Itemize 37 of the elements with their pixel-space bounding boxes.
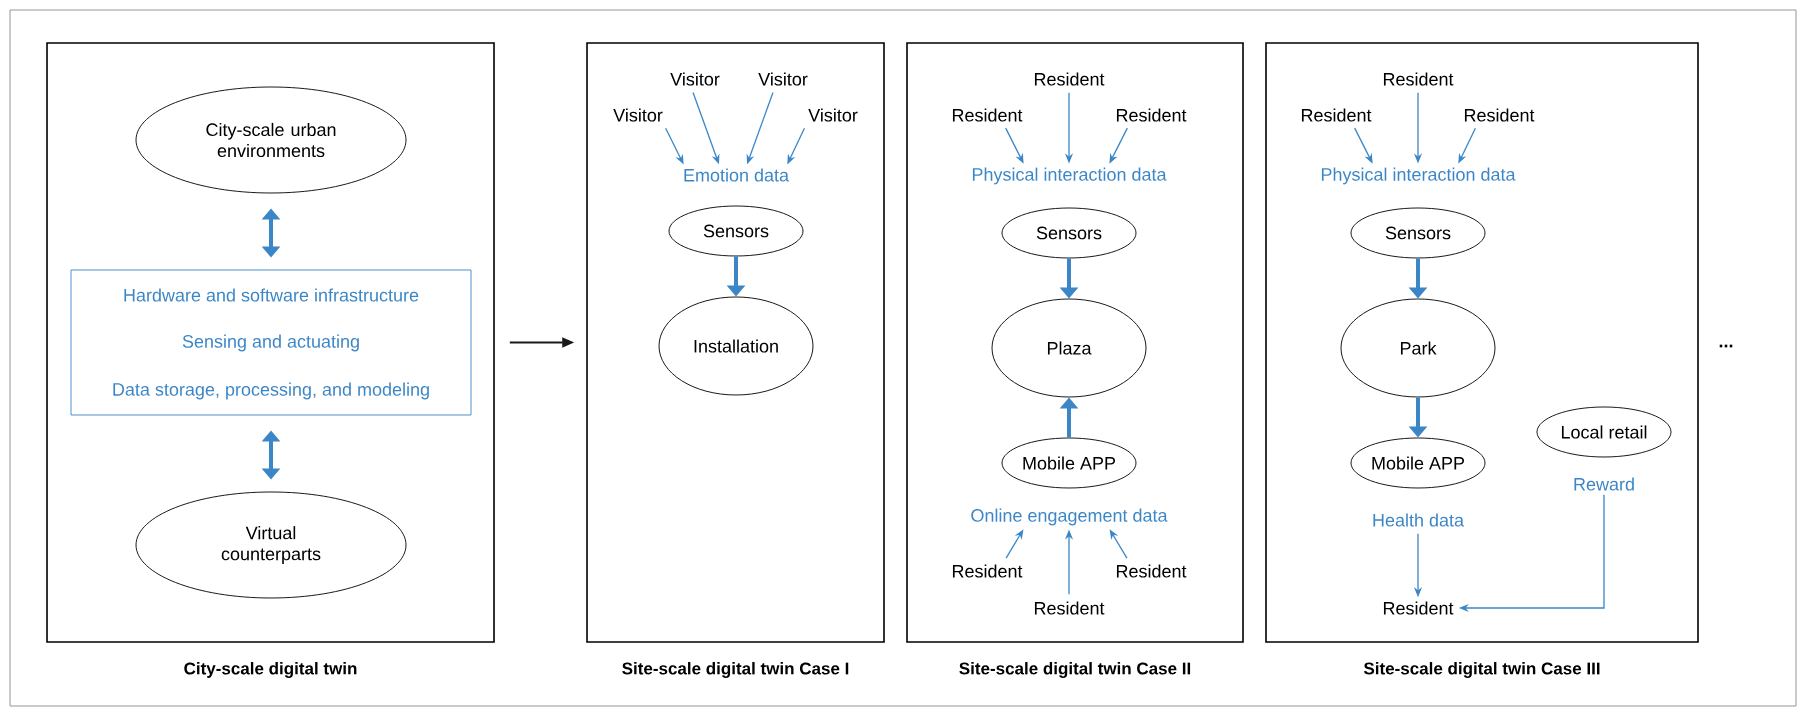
continuation-dots: ...: [1719, 344, 1733, 348]
ellipse-node: Local retail: [1536, 406, 1672, 458]
ellipse-node: Park: [1340, 298, 1496, 398]
actor-label: Visitor: [808, 108, 858, 122]
panel-caption: Site-scale digital twin Case III: [1363, 662, 1600, 678]
actor-label: Resident: [1383, 72, 1454, 86]
actor-label: Resident: [1116, 564, 1187, 578]
panel-caption: Site-scale digital twin Case II: [959, 662, 1191, 678]
ellipse-node: Virtual counterparts: [135, 491, 407, 599]
actor-label: Resident: [1464, 108, 1535, 122]
data-label: Reward: [1574, 477, 1634, 491]
actor-label: Resident: [1034, 72, 1105, 86]
data-label: Emotion data: [684, 168, 789, 182]
actor-label: Resident: [1034, 601, 1105, 615]
panel-caption: Site-scale digital twin Case I: [622, 662, 849, 678]
ellipse-node: Mobile APP: [1350, 437, 1486, 489]
ellipse-node: Mobile APP: [1001, 437, 1137, 489]
data-label: Health data: [1373, 513, 1464, 527]
actor-label: Resident: [1383, 601, 1454, 615]
actor-label: Resident: [1301, 108, 1372, 122]
data-label: Online engagement data: [971, 508, 1168, 526]
ellipse-node: City-scale urban environments: [135, 86, 407, 194]
ellipse-node: Sensors: [1001, 207, 1137, 259]
ellipse-node: Sensors: [1350, 207, 1486, 259]
actor-label: Visitor: [758, 72, 808, 86]
ellipse-node: Sensors: [668, 205, 804, 257]
data-label: Physical interaction data: [1321, 167, 1516, 185]
actor-label: Resident: [952, 564, 1023, 578]
actor-label: Resident: [952, 108, 1023, 122]
actor-label: Resident: [1116, 108, 1187, 122]
infrastructure-box: Hardware and software infrastructure Sensing and actuating Data storage, processing, and modeling: [70, 269, 472, 416]
ellipse-node: Plaza: [991, 298, 1147, 398]
data-label: Physical interaction data: [972, 167, 1167, 185]
actor-label: Visitor: [613, 108, 663, 122]
actor-label: Visitor: [670, 72, 720, 86]
panel-caption: City-scale digital twin: [184, 662, 357, 678]
ellipse-node: Installation: [658, 296, 814, 396]
